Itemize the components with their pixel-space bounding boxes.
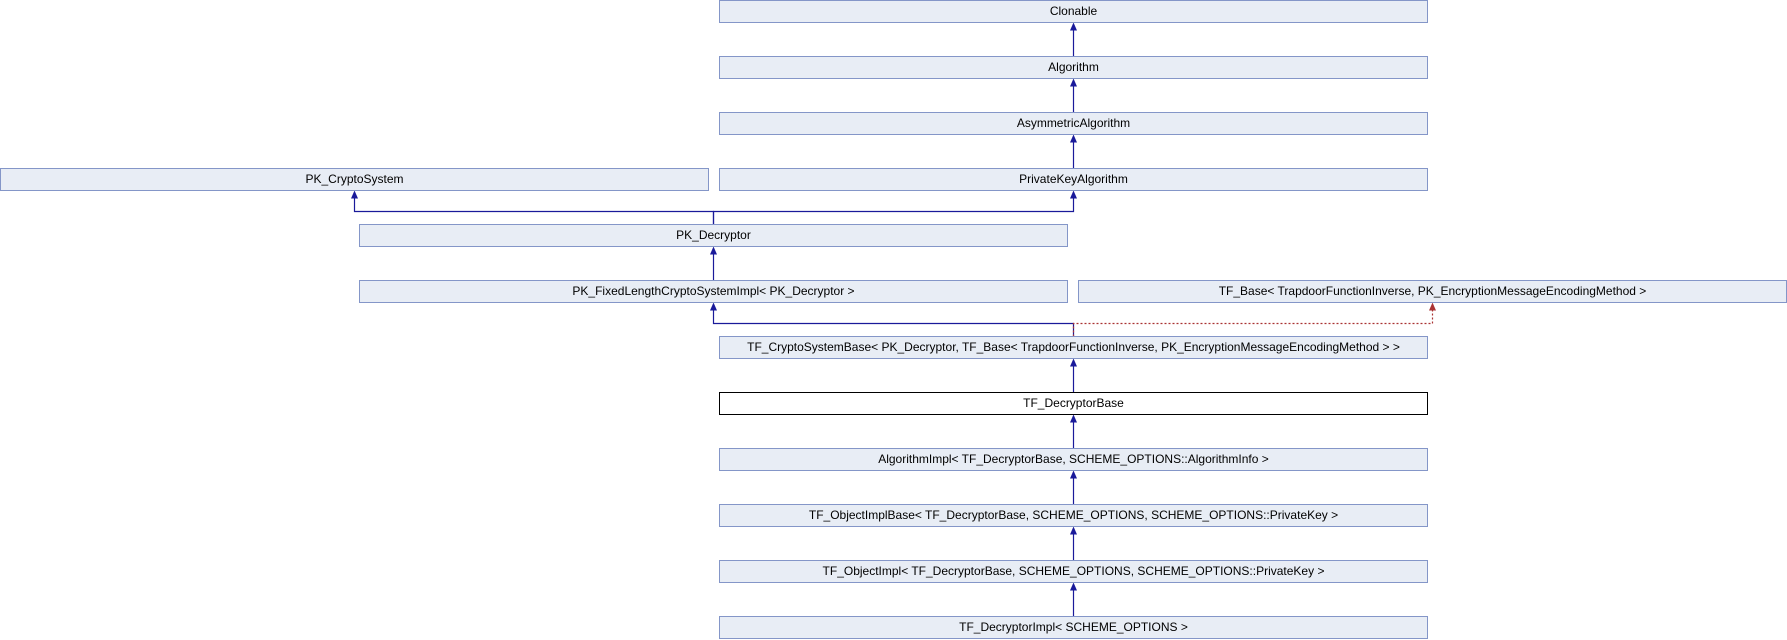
class-node-label: TF_DecryptorBase (1023, 396, 1124, 410)
edge-arrowhead (1070, 470, 1077, 479)
class-node-tf-decryptorbase[interactable]: TF_DecryptorBase (719, 392, 1428, 415)
class-node-label: Clonable (1050, 4, 1098, 18)
class-node-label: Algorithm (1048, 60, 1099, 74)
edge-arrowhead (1070, 582, 1077, 591)
edge-arrowhead (351, 190, 358, 199)
class-node-tf-objectimpl[interactable]: TF_ObjectImpl< TF_DecryptorBase, SCHEME_… (719, 560, 1428, 583)
class-node-label: AlgorithmImpl< TF_DecryptorBase, SCHEME_… (878, 452, 1269, 466)
class-node-label: TF_DecryptorImpl< SCHEME_OPTIONS > (959, 620, 1188, 634)
class-node-algorithm[interactable]: Algorithm (719, 56, 1428, 79)
class-node-box (719, 560, 1428, 583)
inheritance-edge (712, 310, 1075, 337)
class-node-pk-cryptosystem[interactable]: PK_CryptoSystem (0, 168, 709, 191)
class-node-asymmetric[interactable]: AsymmetricAlgorithm (719, 112, 1428, 135)
edge-arrowhead (710, 246, 717, 255)
class-node-privatekey[interactable]: PrivateKeyAlgorithm (719, 168, 1428, 191)
inheritance-edge (1072, 310, 1434, 337)
inheritance-edge (353, 198, 715, 225)
edge-arrowhead (1070, 22, 1077, 31)
class-node-algorithmimpl[interactable]: AlgorithmImpl< TF_DecryptorBase, SCHEME_… (719, 448, 1428, 471)
edge-arrowhead (1070, 78, 1077, 87)
class-node-label: TF_ObjectImplBase< TF_DecryptorBase, SCH… (809, 508, 1338, 522)
class-node-box (719, 56, 1428, 79)
class-node-label: PrivateKeyAlgorithm (1019, 172, 1128, 186)
class-node-box (719, 392, 1428, 415)
class-node-label: AsymmetricAlgorithm (1017, 116, 1130, 130)
class-node-tf-objectimplbase[interactable]: TF_ObjectImplBase< TF_DecryptorBase, SCH… (719, 504, 1428, 527)
edge-arrowhead (710, 302, 717, 311)
class-node-label: TF_Base< TrapdoorFunctionInverse, PK_Enc… (1219, 284, 1647, 298)
class-node-box (719, 504, 1428, 527)
class-node-box (359, 224, 1068, 247)
edge-arrowhead (1070, 358, 1077, 367)
class-node-tf-decryptorimpl[interactable]: TF_DecryptorImpl< SCHEME_OPTIONS > (719, 616, 1428, 639)
class-node-pk-decryptor[interactable]: PK_Decryptor (359, 224, 1068, 247)
edge-arrowhead (1070, 414, 1077, 423)
class-node-box (719, 616, 1428, 639)
class-node-pk-fixedlength[interactable]: PK_FixedLengthCryptoSystemImpl< PK_Decry… (359, 280, 1068, 303)
edge-arrowhead (1070, 134, 1077, 143)
class-node-label: PK_FixedLengthCryptoSystemImpl< PK_Decry… (572, 284, 854, 298)
class-node-box (719, 168, 1428, 191)
class-node-box (719, 112, 1428, 135)
class-node-label: PK_CryptoSystem (305, 172, 403, 186)
class-node-label: TF_CryptoSystemBase< PK_Decryptor, TF_Ba… (747, 340, 1400, 354)
class-node-tf-base[interactable]: TF_Base< TrapdoorFunctionInverse, PK_Enc… (1078, 280, 1787, 303)
class-node-box (719, 448, 1428, 471)
class-node-label: TF_ObjectImpl< TF_DecryptorBase, SCHEME_… (823, 564, 1325, 578)
inheritance-edges (351, 22, 1436, 617)
class-node-box (719, 0, 1428, 23)
class-node-label: PK_Decryptor (676, 228, 751, 242)
edge-arrowhead (1070, 526, 1077, 535)
edge-arrowhead (1429, 302, 1436, 311)
class-node-box (0, 168, 709, 191)
class-node-box (719, 336, 1428, 359)
inheritance-edge (712, 198, 1075, 225)
class-node-clonable[interactable]: Clonable (719, 0, 1428, 23)
edge-arrowhead (1070, 190, 1077, 199)
class-node-box (359, 280, 1068, 303)
class-node-tf-cryptosystembase[interactable]: TF_CryptoSystemBase< PK_Decryptor, TF_Ba… (719, 336, 1428, 359)
